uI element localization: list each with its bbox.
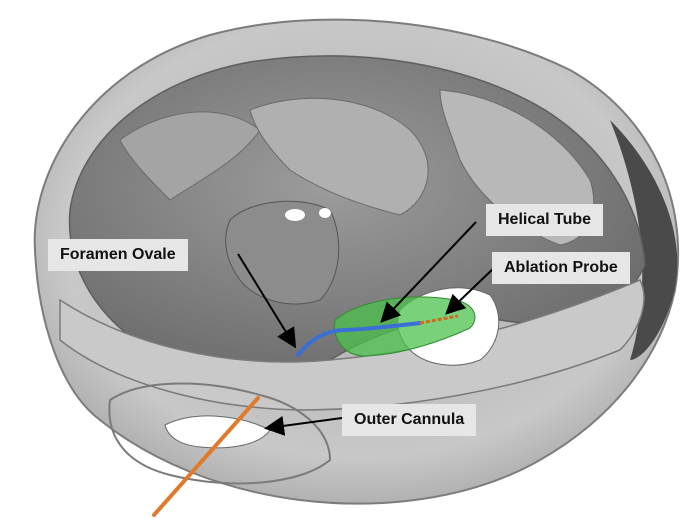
label-foramen-ovale: Foramen Ovale xyxy=(48,239,188,271)
label-helical-tube: Helical Tube xyxy=(486,204,603,236)
label-outer-cannula: Outer Cannula xyxy=(342,404,476,436)
small-foramen-1 xyxy=(285,209,305,221)
label-ablation-probe: Ablation Probe xyxy=(492,252,630,284)
small-foramen-2 xyxy=(319,208,331,218)
